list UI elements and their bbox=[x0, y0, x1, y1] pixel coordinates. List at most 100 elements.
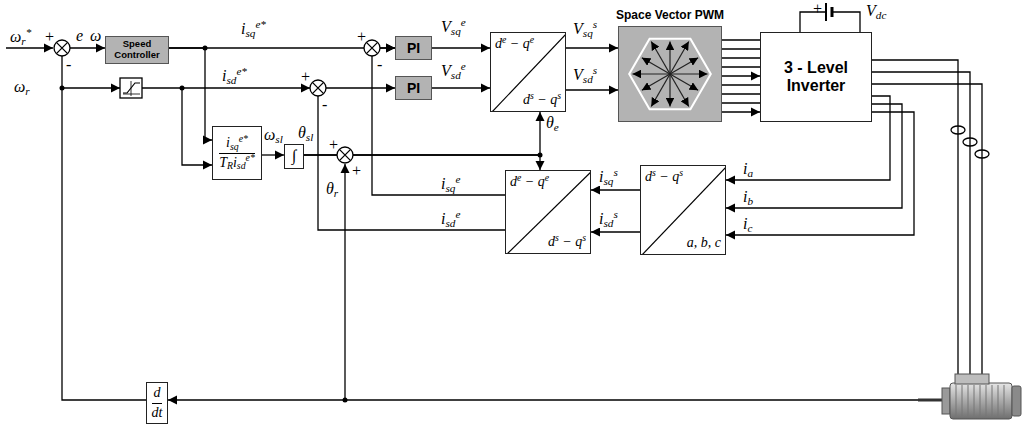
superscript: e bbox=[455, 173, 460, 185]
transform-block: ds − qs a, b, c bbox=[640, 165, 726, 255]
signal-label: isqe bbox=[440, 175, 461, 193]
symbol-text: i bbox=[599, 168, 603, 185]
signal-connector bbox=[566, 47, 618, 48]
pwm-block: Space Vector PWM bbox=[618, 26, 722, 122]
symbol-text: V bbox=[573, 66, 583, 83]
block-text: ds − qs bbox=[523, 92, 561, 108]
signal-connector bbox=[566, 89, 618, 90]
symbol-text: V bbox=[573, 20, 583, 37]
flux-curve-block bbox=[120, 78, 142, 98]
symbol-text: V bbox=[866, 2, 876, 19]
block-text: de − qe bbox=[510, 174, 549, 190]
subscript: r bbox=[25, 85, 29, 97]
symbol-text: d bbox=[510, 174, 517, 189]
signal-connector bbox=[432, 87, 490, 88]
hexagon-symbol bbox=[619, 27, 721, 121]
superscript: e* bbox=[255, 18, 266, 30]
signal-label: - bbox=[66, 56, 71, 74]
block-text: isqe* bbox=[226, 135, 248, 151]
symbol-text: i bbox=[743, 188, 747, 205]
signal-connector bbox=[591, 189, 640, 190]
signal-connector bbox=[318, 88, 505, 230]
symbol-text: − q bbox=[506, 36, 529, 51]
signal-label: Vsde bbox=[440, 62, 467, 80]
superscript: e* bbox=[236, 65, 247, 77]
battery-symbol bbox=[826, 3, 832, 21]
current-sensors bbox=[951, 126, 989, 158]
symbol-text: V bbox=[441, 62, 451, 79]
signal-label: + bbox=[356, 28, 367, 46]
superscript: s bbox=[593, 18, 597, 30]
symbol-text: i bbox=[599, 210, 603, 227]
gate-signal-wires bbox=[722, 40, 760, 112]
superscript: e bbox=[455, 208, 460, 220]
superscript: e bbox=[545, 172, 549, 183]
signal-label: isqe* bbox=[240, 20, 267, 38]
signal-label: ωr bbox=[14, 78, 30, 96]
superscript: s bbox=[555, 232, 559, 243]
control-block: ddt bbox=[146, 382, 168, 424]
signal-label: isqs bbox=[598, 168, 619, 186]
control-block: PI bbox=[395, 36, 432, 60]
superscript: s bbox=[530, 90, 534, 101]
signal-label: ωr* bbox=[10, 28, 31, 46]
signal-connector bbox=[722, 75, 760, 76]
superscript: e* bbox=[239, 133, 248, 144]
block-content: 3 - Level Inverter bbox=[768, 59, 864, 96]
signal-label: isde bbox=[440, 210, 461, 228]
symbol-text: i bbox=[233, 155, 237, 170]
signal-label: + bbox=[44, 28, 55, 46]
block-text: d bbox=[153, 385, 160, 401]
flux-to-slip-wire bbox=[182, 88, 212, 165]
signal-label: Vsds bbox=[572, 66, 598, 84]
subscript: sd bbox=[445, 217, 455, 229]
symbol-text: − q bbox=[559, 234, 582, 249]
signal-label: + bbox=[300, 68, 311, 86]
superscript: s bbox=[582, 232, 586, 243]
subscript: sd bbox=[583, 73, 593, 85]
subscript: sd bbox=[451, 69, 461, 81]
superscript: e* bbox=[246, 152, 255, 163]
block-text: ds − qs bbox=[645, 169, 683, 185]
signal-label: isds bbox=[598, 210, 619, 228]
subscript: sq bbox=[451, 25, 461, 37]
block-text: ds − qs bbox=[548, 234, 586, 250]
subscript: sq bbox=[603, 175, 613, 187]
superscript: s bbox=[652, 167, 656, 178]
subscript: a bbox=[747, 167, 753, 179]
symbol-text: T bbox=[219, 155, 227, 170]
signal-connector bbox=[169, 48, 212, 140]
control-block: 3 - Level Inverter bbox=[760, 32, 872, 122]
subscript: sd bbox=[237, 160, 246, 171]
control-block: ∫ bbox=[284, 144, 304, 169]
control-block: isqe*TRisde* bbox=[212, 126, 262, 180]
transform-block: de − qeds − qs bbox=[505, 170, 591, 254]
transform-block: de − qeds − qs bbox=[490, 32, 566, 112]
signal-label: ia bbox=[742, 160, 754, 178]
subscript: c bbox=[747, 222, 752, 234]
block-content: Speed Controller bbox=[110, 39, 164, 61]
subscript: sl bbox=[306, 131, 313, 143]
subscript: sq bbox=[445, 182, 455, 194]
signal-label: - bbox=[377, 56, 382, 74]
block-content: isqe*TRisde* bbox=[219, 135, 255, 170]
block-text: PI bbox=[407, 80, 420, 96]
subscript: e bbox=[554, 121, 559, 133]
block-text: a, b, c bbox=[687, 235, 721, 251]
subscript: r bbox=[21, 35, 25, 47]
signal-connector bbox=[591, 231, 640, 232]
block-content: ddt bbox=[152, 385, 163, 420]
subscript: sd bbox=[226, 74, 236, 86]
superscript: e bbox=[517, 172, 521, 183]
block-text: 3 - Level Inverter bbox=[768, 59, 864, 96]
signal-connector bbox=[726, 112, 914, 235]
block-content: ∫ bbox=[292, 147, 296, 165]
signal-label: + bbox=[328, 136, 339, 154]
symbol-text: i bbox=[743, 160, 747, 177]
symbol-text: ω bbox=[14, 78, 25, 95]
symbol-text: i bbox=[441, 175, 445, 192]
subscript: R bbox=[227, 160, 233, 171]
subscript: sq bbox=[230, 141, 239, 152]
flux-reference-wire bbox=[142, 87, 310, 88]
